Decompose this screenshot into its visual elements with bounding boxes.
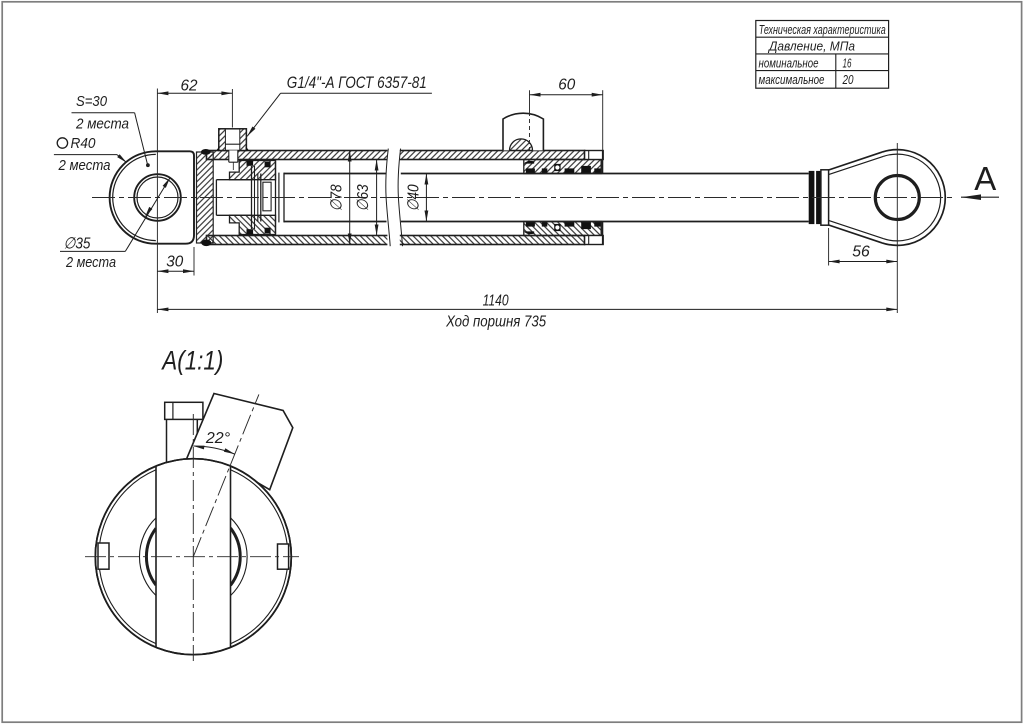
svg-text:Ход поршня 735: Ход поршня 735 xyxy=(445,313,546,330)
svg-text:2 места: 2 места xyxy=(75,115,129,132)
svg-text:∅35: ∅35 xyxy=(64,235,91,252)
svg-text:А(1:1): А(1:1) xyxy=(161,346,224,376)
svg-text:22°: 22° xyxy=(205,430,231,447)
svg-text:максимальное: максимальное xyxy=(759,72,825,87)
svg-text:А: А xyxy=(974,160,996,197)
svg-text:S=30: S=30 xyxy=(76,93,108,110)
svg-text:16: 16 xyxy=(843,55,852,70)
svg-text:2 места: 2 места xyxy=(65,254,116,271)
svg-text:62: 62 xyxy=(181,77,198,94)
svg-text:∅78: ∅78 xyxy=(329,184,346,211)
svg-text:∅63: ∅63 xyxy=(355,184,372,211)
svg-text:R40: R40 xyxy=(71,135,97,152)
svg-text:56: 56 xyxy=(852,244,870,261)
svg-text:20: 20 xyxy=(842,72,854,87)
svg-text:Техническая характеристика: Техническая характеристика xyxy=(759,23,886,37)
svg-text:∅40: ∅40 xyxy=(405,184,422,211)
svg-text:номинальное: номинальное xyxy=(759,55,819,70)
svg-text:60: 60 xyxy=(558,76,575,93)
svg-text:G1/4"-А ГОСТ 6357-81: G1/4"-А ГОСТ 6357-81 xyxy=(287,74,427,92)
svg-text:2 места: 2 места xyxy=(58,157,111,174)
svg-text:Давление, МПа: Давление, МПа xyxy=(767,39,855,54)
svg-text:30: 30 xyxy=(166,254,183,271)
svg-text:1140: 1140 xyxy=(483,292,509,309)
